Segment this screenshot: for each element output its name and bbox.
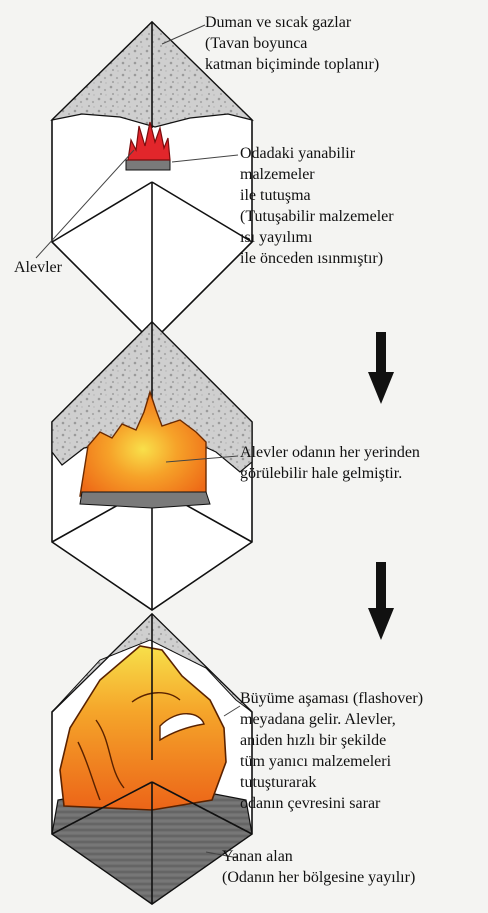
stage1-fuel-block [126,160,170,170]
stage2-room [52,322,252,610]
smoke-gases-label: Duman ve sıcak gazlar (Tavan boyunca kat… [205,12,379,75]
ignition-label: Odadaki yanabilir malzemeler ile tutuşma… [240,143,394,269]
flames-visible-label: Alevler odanın her yerinden görülebilir … [240,442,420,484]
flames-label: Alevler [14,257,62,278]
arrow-2 [368,562,394,640]
burning-area-label: Yanan alan (Odanın her bölgesine yayılır… [222,846,415,888]
flashover-label: Büyüme aşaması (flashover) meyadana geli… [240,688,423,814]
arrow-1 [368,332,394,404]
